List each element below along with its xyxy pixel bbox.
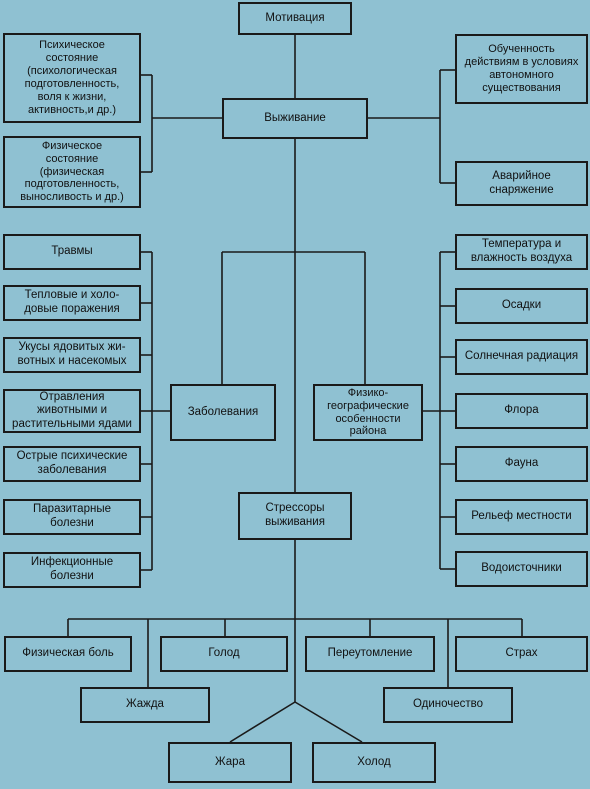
- disease-item-poisoning: Отравления животными и растительными яда…: [3, 389, 141, 433]
- motivation-box: Мотивация: [238, 2, 352, 35]
- stressor-thirst: Жажда: [80, 687, 210, 723]
- stressor-heat: Жара: [168, 742, 292, 783]
- geo-item-solar: Солнечная радиация: [455, 339, 588, 375]
- survival-box: Выживание: [222, 98, 368, 139]
- geo-item-relief: Рельеф местности: [455, 499, 588, 535]
- disease-item-psychiatric: Острые психические заболевания: [3, 446, 141, 482]
- disease-item-thermal: Тепловые и холо- довые поражения: [3, 285, 141, 321]
- emergency-gear-box: Аварийное снаряжение: [455, 161, 588, 206]
- phys-state-box: Физическое состояние (физическая подгото…: [3, 136, 141, 208]
- geo-item-water: Водоисточники: [455, 551, 588, 587]
- stressor-cold: Холод: [312, 742, 436, 783]
- geo-item-temperature: Температура и влажность воздуха: [455, 234, 588, 270]
- geo-item-precipitation: Осадки: [455, 288, 588, 324]
- stressor-fear: Страх: [455, 636, 588, 672]
- disease-item-parasitic: Паразитарные болезни: [3, 499, 141, 535]
- disease-item-injuries: Травмы: [3, 234, 141, 270]
- stressors-box: Стрессоры выживания: [238, 492, 352, 540]
- psych-state-box: Психическое состояние (психологическая п…: [3, 33, 141, 123]
- disease-item-bites: Укусы ядовитых жи- вотных и насекомых: [3, 337, 141, 373]
- geo-features-box: Физико- географические особенности район…: [313, 384, 423, 441]
- stressor-hunger: Голод: [160, 636, 288, 672]
- training-box: Обученность действиям в условиях автоном…: [455, 34, 588, 104]
- disease-item-infectious: Инфекционные болезни: [3, 552, 141, 588]
- stressor-fatigue: Переутомление: [305, 636, 435, 672]
- stressor-pain: Физическая боль: [4, 636, 132, 672]
- geo-item-flora: Флора: [455, 393, 588, 429]
- geo-item-fauna: Фауна: [455, 446, 588, 482]
- diseases-box: Заболевания: [170, 384, 276, 441]
- stressor-loneliness: Одиночество: [383, 687, 513, 723]
